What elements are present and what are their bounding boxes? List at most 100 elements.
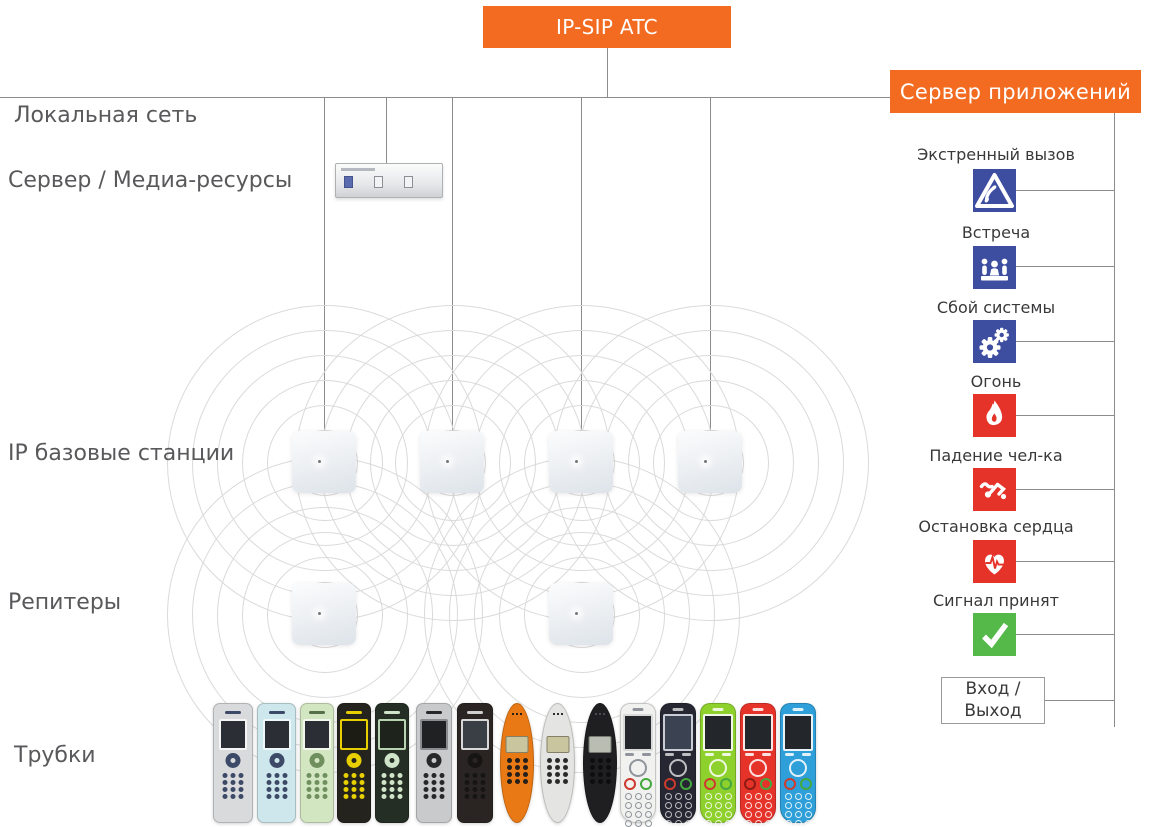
key	[423, 787, 429, 792]
base-station-device	[549, 431, 613, 493]
dpad	[225, 753, 241, 768]
key	[238, 773, 244, 778]
call-key	[640, 778, 652, 790]
key	[238, 794, 244, 799]
key	[514, 765, 520, 770]
key	[230, 773, 236, 778]
key	[431, 780, 437, 785]
key	[506, 758, 512, 763]
app-server-bus-line	[1114, 113, 1115, 727]
handset-dark-green-candybar	[375, 703, 409, 823]
key	[238, 780, 244, 785]
handset-body	[300, 703, 334, 823]
key	[306, 780, 312, 785]
cancel-key	[784, 778, 796, 790]
cancel-key	[744, 778, 756, 790]
base-station-device	[292, 431, 356, 493]
key	[714, 820, 722, 827]
key	[343, 773, 349, 778]
handset-body	[740, 703, 776, 827]
key	[555, 772, 560, 777]
man-down-icon	[973, 468, 1016, 511]
entry-exit-box: Вход / Выход	[941, 677, 1045, 724]
key	[704, 811, 712, 818]
key	[423, 773, 429, 778]
key	[754, 820, 762, 827]
softkey-left	[785, 753, 794, 756]
key	[684, 820, 692, 827]
handset-red-modern	[740, 703, 776, 827]
system-failure-icon	[973, 320, 1016, 363]
alarm-label-system-failure: Сбой системы	[936, 298, 1056, 317]
key	[724, 820, 732, 827]
key	[664, 820, 672, 827]
softkey-right	[682, 753, 691, 756]
handset-navy-modern	[660, 703, 696, 827]
key	[472, 794, 478, 799]
connector-line	[1016, 634, 1114, 635]
key	[230, 787, 236, 792]
key	[597, 765, 603, 770]
key	[397, 794, 403, 799]
handset-lime-modern	[700, 703, 736, 827]
handset-black-oval	[583, 703, 617, 823]
signal-accepted-icon	[973, 613, 1016, 656]
dpad	[789, 759, 807, 777]
handset-body	[780, 703, 816, 827]
key	[664, 811, 672, 818]
handset-light-green-candybar	[300, 703, 334, 823]
screen	[420, 719, 448, 750]
key	[322, 787, 328, 792]
key	[804, 820, 812, 827]
label-repeaters: Репитеры	[8, 590, 122, 615]
softkey-right	[762, 753, 771, 756]
key	[794, 820, 802, 827]
device-port	[404, 176, 413, 188]
key	[644, 820, 652, 827]
key	[547, 779, 552, 784]
key	[266, 787, 271, 792]
screen	[743, 714, 773, 751]
key	[674, 793, 682, 800]
key	[664, 793, 672, 800]
handset-body	[416, 703, 452, 823]
key	[397, 773, 403, 778]
key	[555, 765, 560, 770]
key	[589, 765, 595, 770]
earpiece	[595, 713, 605, 720]
screen	[505, 736, 529, 753]
key	[464, 773, 470, 778]
key	[704, 820, 712, 827]
dpad-center	[230, 758, 236, 763]
key	[359, 787, 365, 792]
key	[764, 793, 772, 800]
device-port	[374, 176, 383, 188]
label-handsets: Трубки	[14, 743, 96, 768]
label-server-media: Сервер / Медиа-ресурсы	[8, 168, 293, 193]
key	[230, 794, 236, 799]
key	[605, 779, 611, 784]
key	[431, 794, 437, 799]
key	[274, 787, 279, 792]
key	[266, 780, 271, 785]
handset-body	[257, 703, 296, 823]
key	[714, 811, 722, 818]
earpiece	[712, 708, 724, 711]
connector-line	[1016, 190, 1114, 191]
screen	[783, 714, 813, 751]
key	[381, 794, 387, 799]
keypad	[546, 758, 570, 784]
screen	[461, 719, 489, 750]
server-drop-line	[386, 97, 387, 164]
key	[472, 780, 478, 785]
key	[563, 772, 568, 777]
key	[589, 772, 595, 777]
key	[514, 758, 520, 763]
key	[397, 780, 403, 785]
key	[784, 820, 792, 827]
key	[804, 793, 812, 800]
key	[314, 787, 320, 792]
connector-line	[1016, 341, 1114, 342]
softkey-left	[625, 753, 634, 756]
status-led	[575, 460, 578, 463]
